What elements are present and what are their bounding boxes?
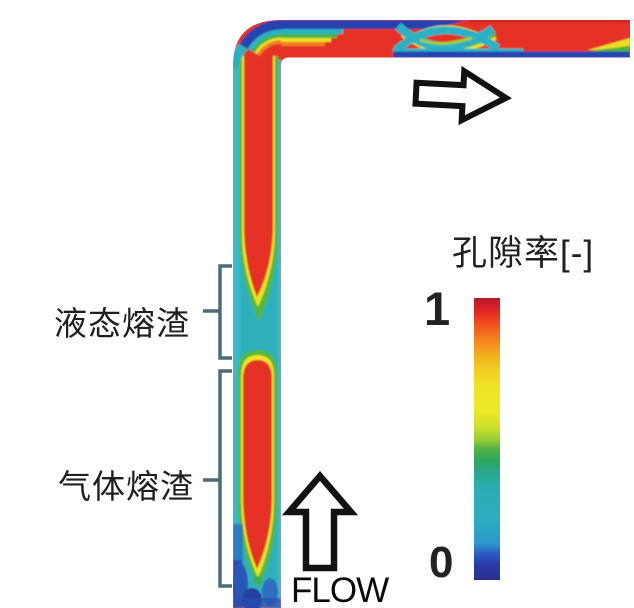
colorbar-min-tick-label: 0 xyxy=(429,538,454,587)
colorbar-title: 孔隙率[-] xyxy=(452,234,595,273)
upper-slag-slug xyxy=(239,56,278,322)
inlet-flow-up-arrow xyxy=(281,471,359,572)
liquid-slag-bracket xyxy=(203,264,232,360)
porosity-colorbar xyxy=(474,298,500,580)
horizontal-mixing-braid xyxy=(393,22,501,54)
colorbar-max-tick-label: 1 xyxy=(424,282,451,335)
gas-slag-bracket xyxy=(203,369,232,588)
flow-label: FLOW xyxy=(291,571,389,608)
bottom-mixing-zone xyxy=(233,524,281,608)
pipe-left-wall-film xyxy=(233,56,241,608)
pipe-right-wall-film xyxy=(277,60,281,608)
gas-slag-label: 气体熔渣 xyxy=(58,468,194,505)
horizontal-bottom-film xyxy=(393,38,630,58)
elbow-rainbow-bands xyxy=(233,20,282,70)
lower-slag-slug xyxy=(238,350,277,587)
horizontal-top-layers xyxy=(281,20,630,46)
liquid-slag-label: 液态熔渣 xyxy=(54,305,190,342)
outlet-direction-right-arrow xyxy=(412,65,512,126)
